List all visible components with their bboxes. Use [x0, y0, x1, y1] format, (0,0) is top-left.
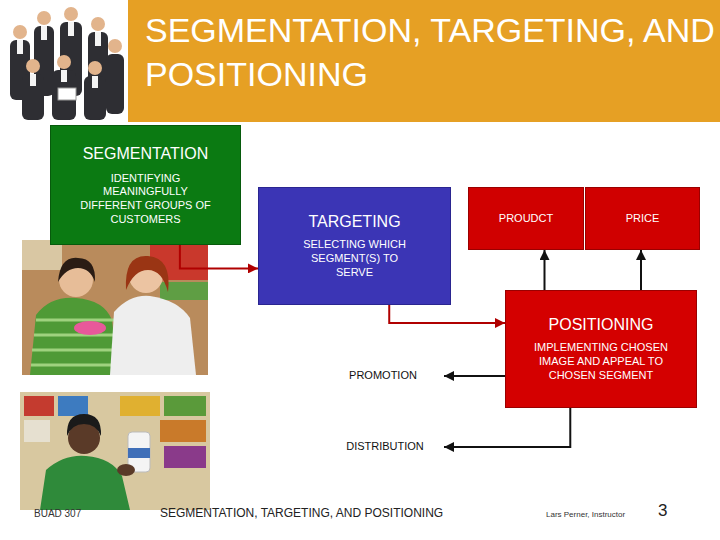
- process-box: POSITIONING IMPLEMENTING CHOSEN IMAGE AND…: [505, 290, 697, 408]
- connector-arrow: [180, 245, 258, 268]
- course-code: BUAD 307: [34, 508, 81, 521]
- footer-title: SEGMENTATION, TARGETING, AND POSITIONING: [160, 506, 443, 521]
- mix-box: PROUDCT: [468, 187, 584, 250]
- box-body: IMPLEMENTING CHOSEN IMAGE AND APPEAL TO …: [534, 341, 669, 382]
- mix-box: DISTRIBUTION: [326, 430, 444, 464]
- box-heading: DISTRIBUTION: [346, 440, 424, 454]
- box-body: IDENTIFYING MEANINGFULLY DIFFERENT GROUP…: [76, 172, 216, 227]
- box-heading: POSITIONING: [549, 315, 654, 335]
- page-number: 3: [658, 500, 667, 521]
- connector-arrow: [444, 375, 505, 377]
- box-body: SELECTING WHICH SEGMENT(S) TO SERVE: [292, 238, 417, 279]
- title-text: SEGMENTATION, TARGETING, AND POSITIONING: [145, 8, 717, 96]
- people-photo: [0, 0, 128, 122]
- box-heading: PROMOTION: [349, 369, 417, 383]
- connector-arrow: [544, 250, 546, 290]
- instructor-name: Lars Perner, Instructor: [546, 510, 625, 520]
- connector-arrow: [444, 408, 570, 447]
- process-box: SEGMENTATION IDENTIFYING MEANINGFULLY DIF…: [50, 125, 241, 245]
- box-heading: SEGMENTATION: [83, 144, 209, 164]
- shopper-photo: [20, 392, 210, 510]
- process-box: TARGETING SELECTING WHICH SEGMENT(S) TO S…: [258, 187, 451, 305]
- box-heading: TARGETING: [308, 212, 400, 232]
- slide-title: SEGMENTATION, TARGETING, AND POSITIONING: [145, 8, 717, 96]
- box-heading: PRICE: [626, 212, 660, 226]
- connector-arrow: [640, 250, 642, 290]
- mix-box: PRICE: [585, 187, 700, 250]
- header-bar: [128, 0, 720, 122]
- box-heading: PROUDCT: [499, 212, 553, 226]
- mix-box: PROMOTION: [322, 358, 444, 394]
- connector-arrow: [389, 305, 505, 323]
